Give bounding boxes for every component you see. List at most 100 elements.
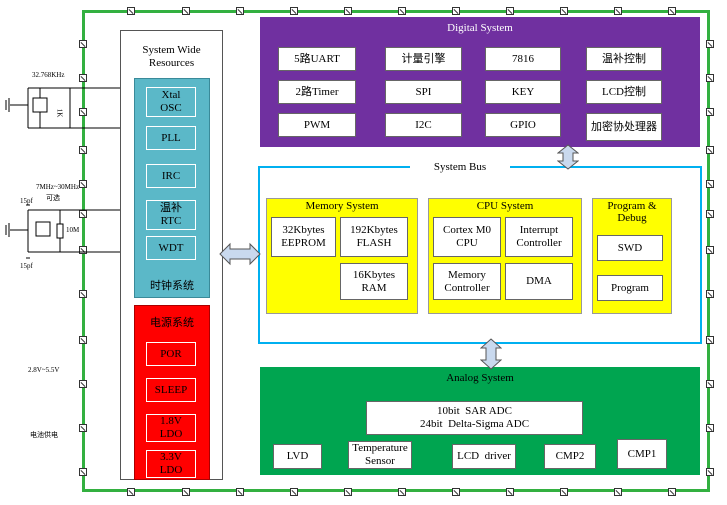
pin-marker (79, 40, 87, 48)
debug-block: SWD (597, 235, 663, 261)
pin-marker (398, 488, 406, 496)
pin-marker (706, 180, 714, 188)
pin-marker (79, 290, 87, 298)
pin-marker (706, 468, 714, 476)
cap-bottom-label: 15pf (20, 262, 33, 270)
pin-marker (706, 336, 714, 344)
resistor-label: 10M (66, 226, 80, 234)
digital-block: PWM (278, 113, 356, 137)
pin-marker (79, 336, 87, 344)
digital-system-title: Digital System (447, 22, 513, 34)
bus-to-resources-arrow (219, 242, 261, 266)
digital-block: GPIO (485, 113, 561, 137)
pin-marker (452, 7, 460, 15)
pin-marker (236, 488, 244, 496)
power-item: SLEEP (146, 378, 196, 402)
cpu-block: DMA (505, 263, 573, 300)
digital-to-bus-arrow (557, 144, 579, 170)
pin-marker (79, 146, 87, 154)
clock-item: Xtal OSC (146, 87, 196, 117)
pin-marker (290, 488, 298, 496)
pin-marker (452, 488, 460, 496)
digital-block: 2路Timer (278, 80, 356, 104)
crystal1-frequency: 32.768KHz (32, 71, 65, 79)
system-wide-title: System Wide Resources (142, 44, 201, 70)
clock-item: IRC (146, 164, 196, 188)
pin-marker (290, 7, 298, 15)
pin-marker (79, 468, 87, 476)
pin-marker (706, 40, 714, 48)
digital-block: LCD控制 (586, 80, 662, 104)
debug-system-title: Program & Debug (607, 200, 657, 225)
clock-item: 温补 RTC (146, 200, 196, 230)
pin-marker (668, 488, 676, 496)
pin-marker (79, 424, 87, 432)
pin-marker (344, 7, 352, 15)
power-item: POR (146, 342, 196, 366)
digital-block: 加密协处理器 (586, 113, 662, 141)
cpu-block: Memory Controller (433, 263, 501, 300)
pin-marker (560, 7, 568, 15)
digital-block: 5路UART (278, 47, 356, 71)
pin-marker (506, 7, 514, 15)
analog-block: CMP1 (617, 439, 667, 469)
analog-system-title: Analog System (446, 372, 514, 384)
bus-to-analog-arrow (480, 338, 502, 370)
pin-marker (614, 7, 622, 15)
pin-marker (706, 210, 714, 218)
analog-block: LCD driver (452, 444, 516, 469)
cap-top-label: 15pf (20, 197, 33, 205)
pin-marker (706, 108, 714, 116)
pin-marker (79, 180, 87, 188)
analog-block: CMP2 (544, 444, 596, 469)
clock-item: WDT (146, 236, 196, 260)
pin-marker (706, 424, 714, 432)
digital-block: 温补控制 (586, 47, 662, 71)
pin-marker (344, 488, 352, 496)
pin-marker (706, 74, 714, 82)
adc-block: 10bit SAR ADC 24bit Delta-Sigma ADC (366, 401, 583, 435)
power-item: 3.3V LDO (146, 450, 196, 478)
pin-marker (706, 290, 714, 298)
clock-system-label: 时钟系统 (150, 280, 194, 292)
external-circuit (5, 87, 130, 259)
pin-marker (706, 246, 714, 254)
power-item: 1.8V LDO (146, 414, 196, 442)
analog-block: LVD (273, 444, 322, 469)
digital-block: 7816 (485, 47, 561, 71)
crystal1-tag: 1K (55, 108, 64, 118)
debug-block: Program (597, 275, 663, 301)
pin-marker (127, 488, 135, 496)
pin-marker (79, 380, 87, 388)
cpu-block: Interrupt Controller (505, 217, 573, 257)
memory-block: 32Kbytes EEPROM (271, 217, 336, 257)
voltage-label: 2.8V~5.5V (28, 366, 60, 374)
battery-label: 电池供电 (30, 431, 58, 439)
power-system-title: 电源系统 (150, 317, 194, 329)
memory-block: 192Kbytes FLASH (340, 217, 408, 257)
clock-item: PLL (146, 126, 196, 150)
pin-marker (79, 246, 87, 254)
pin-marker (506, 488, 514, 496)
pin-marker (560, 488, 568, 496)
digital-block: SPI (385, 80, 462, 104)
pin-marker (614, 488, 622, 496)
memory-system-title: Memory System (305, 200, 379, 212)
crystal2-note: 可选 (46, 194, 60, 202)
digital-block: I2C (385, 113, 462, 137)
pin-marker (127, 7, 135, 15)
pin-marker (182, 7, 190, 15)
digital-block: KEY (485, 80, 561, 104)
pin-marker (668, 7, 676, 15)
analog-block: Temperature Sensor (348, 441, 412, 469)
pin-marker (398, 7, 406, 15)
cpu-system-title: CPU System (476, 200, 534, 212)
system-bus-title: System Bus (410, 161, 510, 173)
memory-block: 16Kbytes RAM (340, 263, 408, 300)
crystal2-frequency: 7MHz~30MHz (36, 183, 80, 191)
pin-marker (706, 380, 714, 388)
pin-marker (79, 108, 87, 116)
pin-marker (182, 488, 190, 496)
cpu-block: Cortex M0 CPU (433, 217, 501, 257)
digital-block: 计量引擎 (385, 47, 462, 71)
